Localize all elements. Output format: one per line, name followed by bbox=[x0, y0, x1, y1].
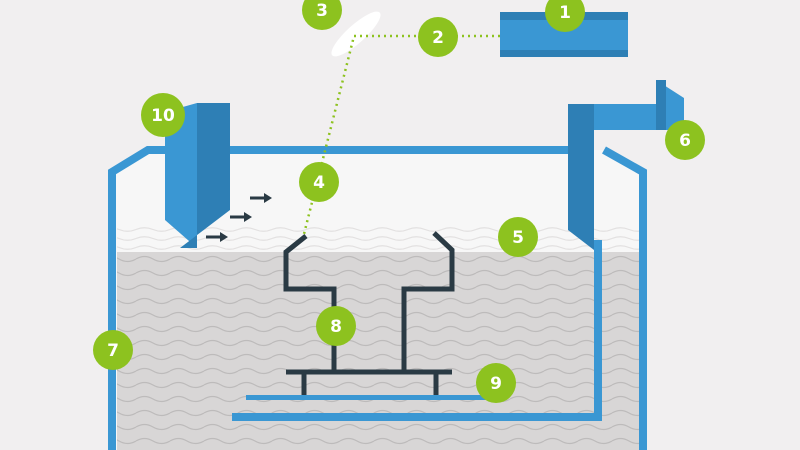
elevator-column bbox=[568, 104, 594, 250]
recoater-blade-icon bbox=[165, 103, 230, 248]
badge-label: 3 bbox=[316, 1, 328, 21]
recoater-arrows bbox=[206, 193, 272, 242]
badge-circle bbox=[93, 330, 133, 370]
badge-9: 9 bbox=[476, 363, 516, 403]
arrow-right-icon bbox=[230, 212, 252, 222]
arrow-right-icon bbox=[206, 232, 228, 242]
badge-label: 6 bbox=[679, 131, 691, 151]
tank-right-wall bbox=[602, 146, 647, 450]
badge-circle bbox=[545, 0, 585, 32]
badge-circle bbox=[299, 162, 339, 202]
badge-circle bbox=[476, 363, 516, 403]
badge-8: 8 bbox=[316, 306, 356, 346]
badge-circle bbox=[141, 93, 185, 137]
elevator-column-top bbox=[568, 80, 684, 130]
tank-left-wall bbox=[108, 146, 568, 450]
badge-label: 8 bbox=[330, 317, 342, 337]
badge-label: 10 bbox=[151, 106, 175, 126]
badge-5: 5 bbox=[498, 217, 538, 257]
badge-layer: 1 2 3 4 5 6 7 8 9 10 bbox=[93, 0, 705, 403]
badge-2: 2 bbox=[418, 17, 458, 57]
badge-label: 2 bbox=[432, 28, 444, 48]
arrow-right-icon bbox=[250, 193, 272, 203]
badge-circle bbox=[316, 306, 356, 346]
badge-3: 3 bbox=[302, 0, 342, 30]
badge-7: 7 bbox=[93, 330, 133, 370]
badge-4: 4 bbox=[299, 162, 339, 202]
elevator-arm-side bbox=[656, 80, 666, 130]
badge-label: 1 bbox=[559, 3, 571, 23]
badge-label: 7 bbox=[107, 341, 119, 361]
badge-label: 5 bbox=[512, 228, 524, 248]
badge-circle bbox=[498, 217, 538, 257]
resin-surface bbox=[117, 226, 639, 254]
badge-circle bbox=[302, 0, 342, 30]
badge-6: 6 bbox=[665, 120, 705, 160]
badge-label: 9 bbox=[490, 374, 502, 394]
badge-circle bbox=[665, 120, 705, 160]
badge-1: 1 bbox=[545, 0, 585, 32]
lens-icon bbox=[331, 11, 381, 57]
build-platform bbox=[246, 395, 496, 400]
badge-10: 10 bbox=[141, 93, 185, 137]
badge-label: 4 bbox=[313, 173, 325, 193]
badge-circle bbox=[418, 17, 458, 57]
elevator-arm-icon bbox=[232, 240, 602, 421]
